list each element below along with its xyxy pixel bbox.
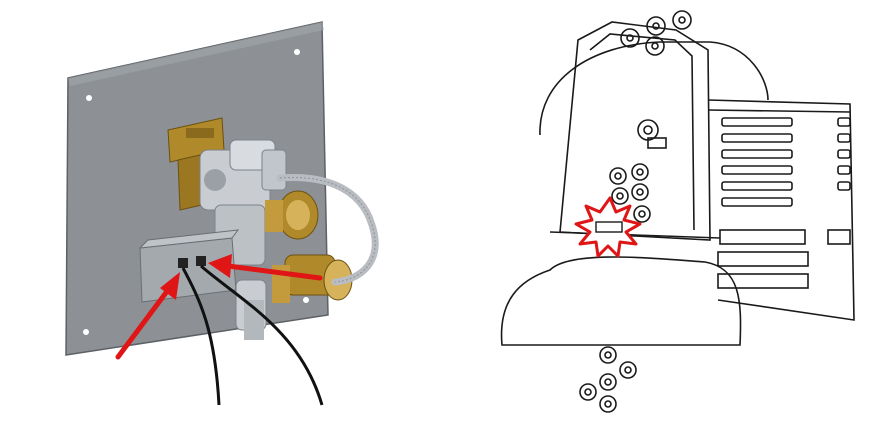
cable-right <box>200 264 324 406</box>
fastener-group-top <box>620 10 692 56</box>
panel-appliance-drawing <box>450 0 894 433</box>
panel-valve-assembly <box>0 0 450 433</box>
body-top <box>559 21 711 241</box>
red-arrow-icon <box>115 272 180 360</box>
housing-left <box>539 41 769 136</box>
body-right <box>707 99 855 321</box>
red-arrow-icon <box>208 254 323 281</box>
valve-assembly-illustration <box>65 21 379 406</box>
plate-hole-bottom-left <box>83 329 89 335</box>
brass-fitting-upper <box>265 190 319 240</box>
fastener-group-middle <box>609 163 651 223</box>
plate-hole-top-right <box>294 49 300 55</box>
appliance-line-drawing <box>500 10 855 413</box>
fastener-group-bottom <box>579 346 637 413</box>
body-bottom <box>500 256 742 346</box>
cable-left <box>181 267 221 406</box>
vent-slots <box>721 117 851 207</box>
plate-hole-bottom-right <box>303 297 309 303</box>
plate-hole-top-left <box>86 95 92 101</box>
starburst-highlight-icon <box>574 196 642 258</box>
